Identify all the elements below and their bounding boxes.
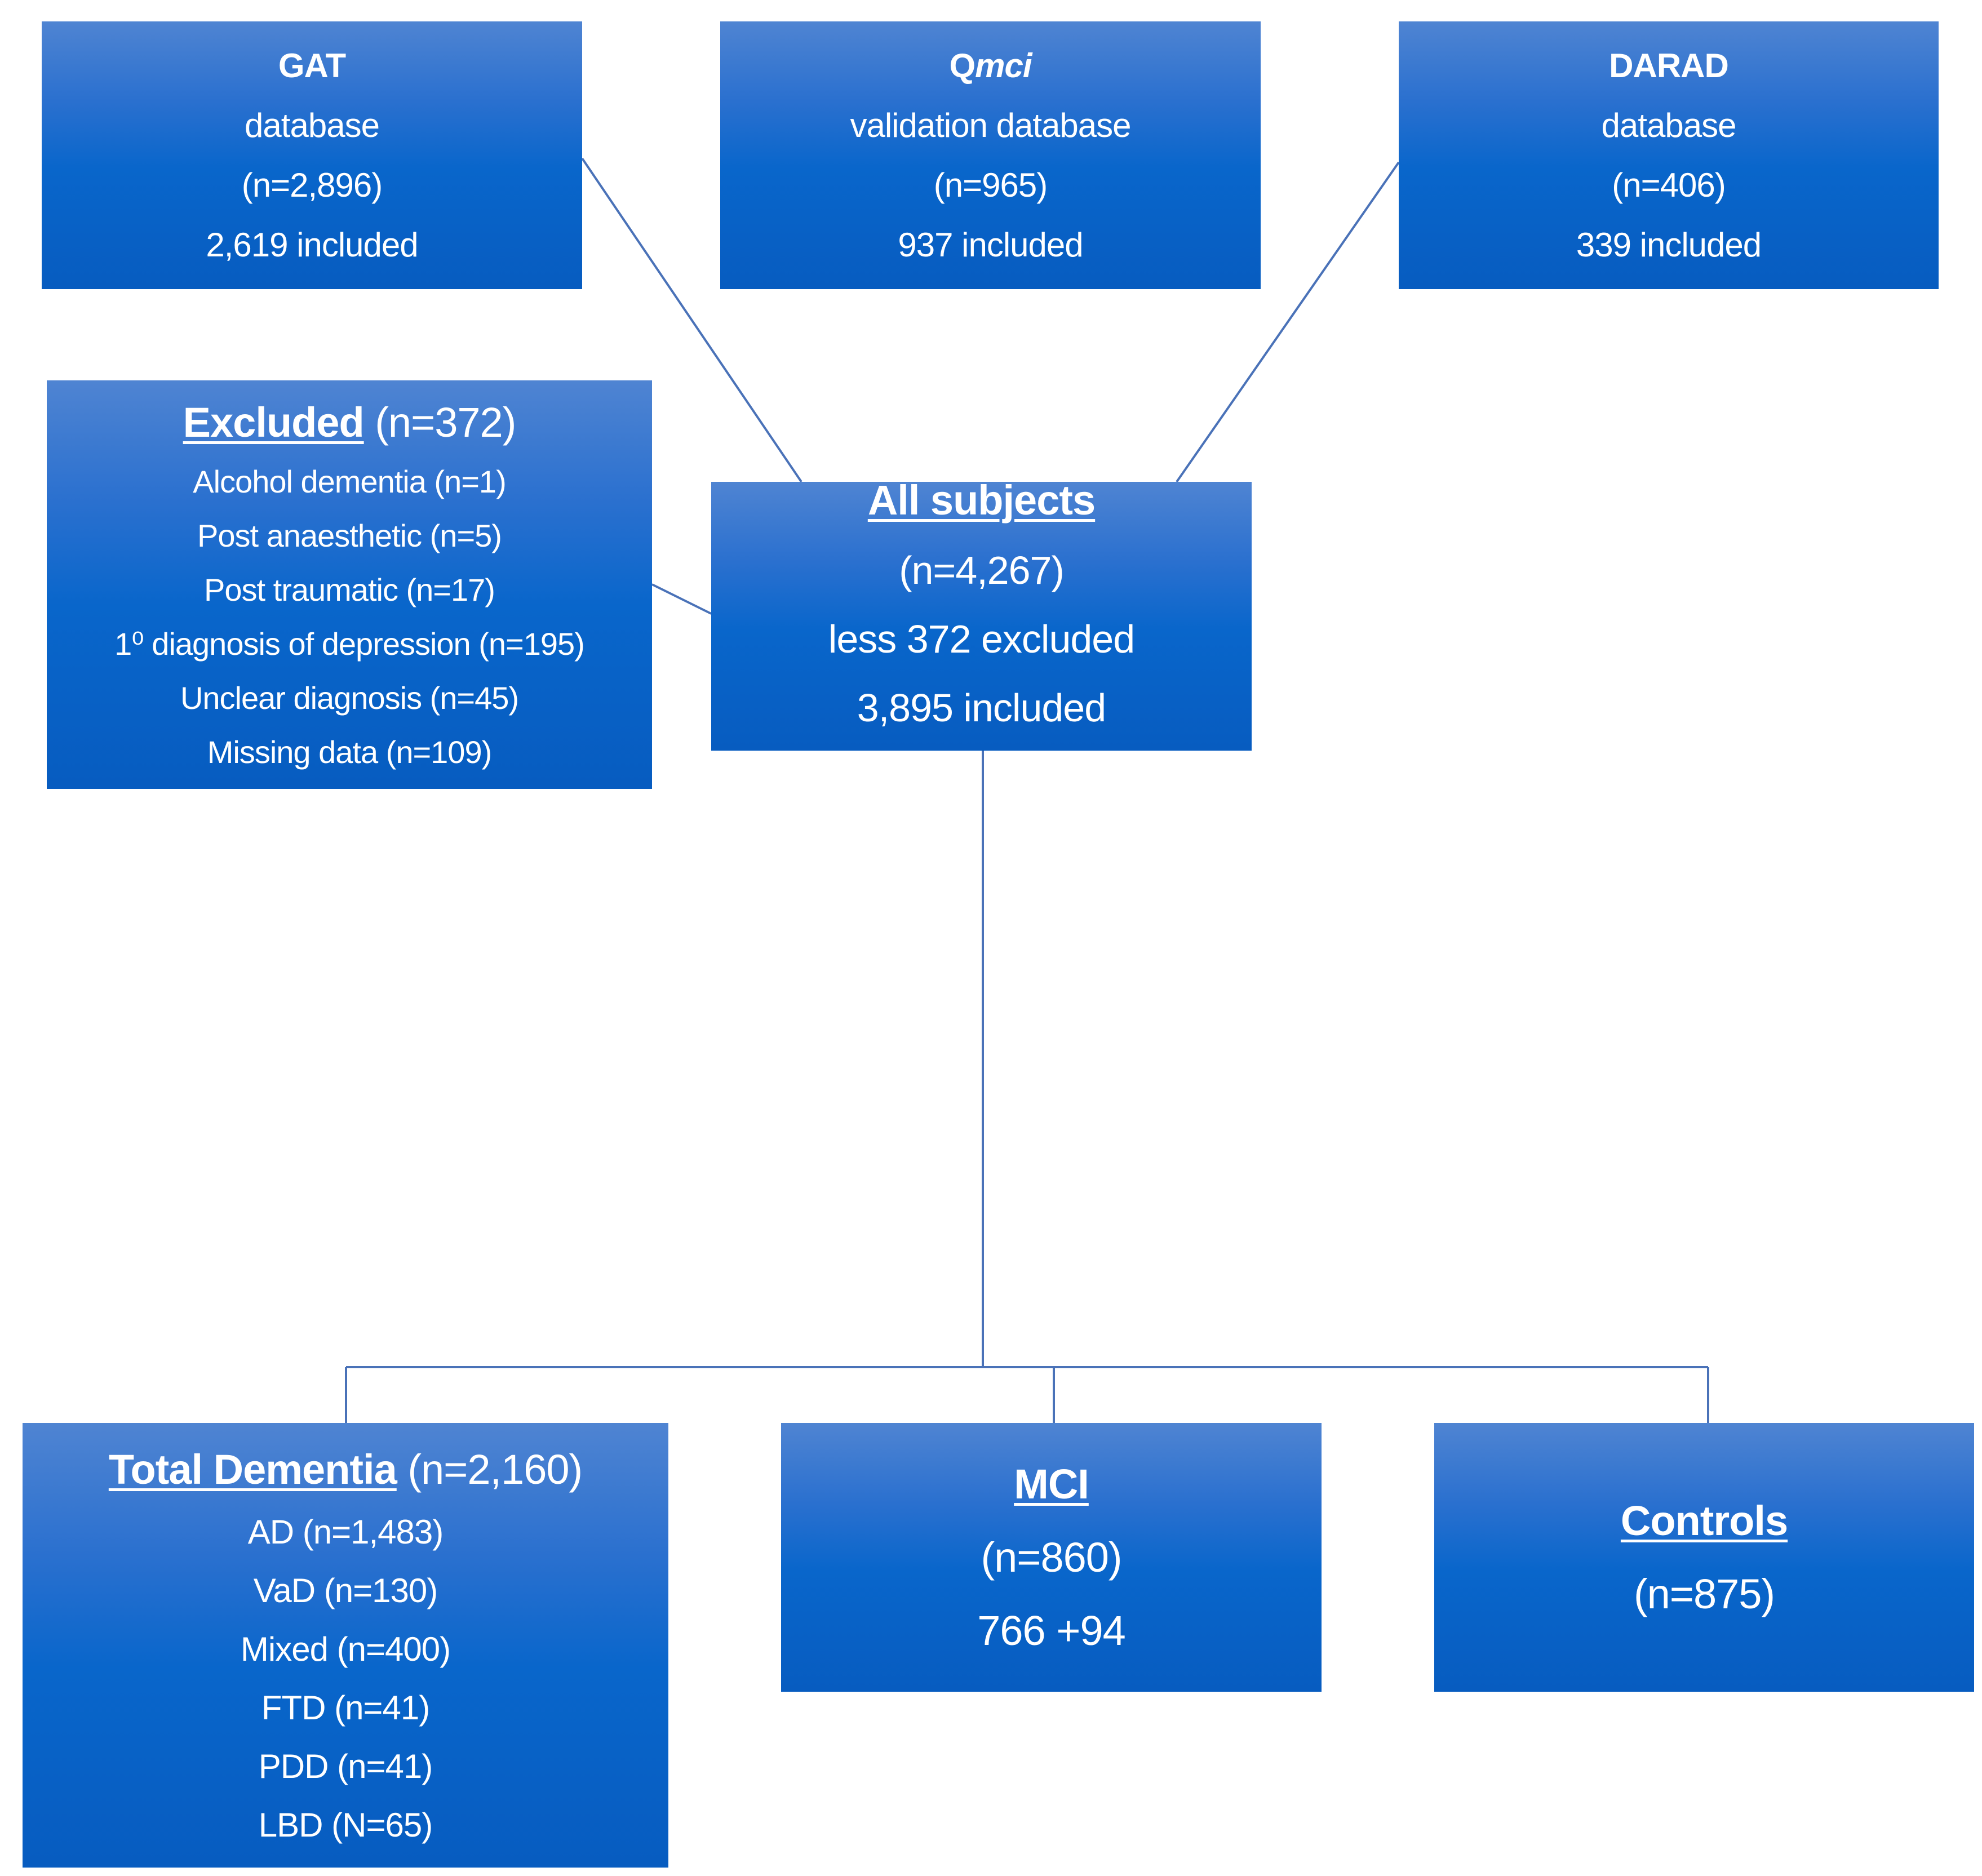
all-subjects-n: (n=4,267) [899,548,1065,592]
all-subjects-title: All subjects [867,477,1096,524]
dementia-item: Mixed (n=400) [240,1630,451,1668]
excluded-item: Post anaesthetic (n=5) [197,517,502,553]
qmci-title-italic: mci [975,46,1032,85]
dementia-item: PDD (n=41) [258,1747,433,1785]
dementia-title: Total Dementia [108,1445,397,1493]
qmci-included: 937 included [898,225,1083,264]
excluded-item: 1⁰ diagnosis of depression (n=195) [114,626,585,662]
all-subjects-included: 3,895 included [857,686,1106,730]
dementia-heading: Total Dementia (n=2,160) [108,1445,583,1493]
controls-box: Controls (n=875) [1434,1423,1974,1692]
dementia-item: VaD (n=130) [253,1571,438,1609]
all-subjects-box: All subjects (n=4,267) less 372 excluded… [711,477,1252,751]
dementia-n: (n=2,160) [396,1445,583,1493]
connector-darad-all [1176,161,1400,483]
dementia-item: LBD (N=65) [258,1806,433,1844]
gat-subtitle: database [245,106,380,144]
darad-n: (n=406) [1612,166,1726,204]
qmci-box: Qmci validation database (n=965) 937 inc… [720,21,1261,289]
darad-title: DARAD [1609,46,1729,85]
controls-title: Controls [1620,1497,1788,1544]
gat-box: GAT database (n=2,896) 2,619 included [42,21,582,289]
gat-included: 2,619 included [206,225,418,264]
mci-box: MCI (n=860) 766 +94 [781,1423,1322,1692]
qmci-title: Qmci [949,46,1032,85]
excluded-box: Excluded (n=372) Alcohol dementia (n=1) … [47,380,652,789]
excluded-item: Missing data (n=109) [207,734,493,770]
excluded-heading: Excluded (n=372) [183,398,517,446]
darad-subtitle: database [1601,106,1737,144]
dementia-box: Total Dementia (n=2,160) AD (n=1,483) Va… [23,1423,668,1868]
mci-title: MCI [1014,1460,1089,1507]
connector-gat-all [581,157,802,483]
qmci-title-prefix: Q [949,46,976,85]
mci-n: (n=860) [981,1533,1122,1581]
excluded-item: Alcohol dementia (n=1) [193,463,506,499]
gat-n: (n=2,896) [241,166,383,204]
gat-title: GAT [278,46,346,85]
controls-n: (n=875) [1633,1570,1775,1617]
qmci-subtitle: validation database [850,106,1131,144]
excluded-n: (n=372) [363,398,516,446]
excluded-title: Excluded [183,398,365,446]
all-subjects-excluded: less 372 excluded [828,617,1135,661]
connector-excluded-all [651,583,712,615]
dementia-item: FTD (n=41) [261,1688,430,1727]
darad-included: 339 included [1576,225,1762,264]
qmci-n: (n=965) [933,166,1048,204]
mci-detail: 766 +94 [977,1607,1126,1654]
darad-box: DARAD database (n=406) 339 included [1399,21,1939,289]
excluded-item: Unclear diagnosis (n=45) [180,680,519,716]
excluded-item: Post traumatic (n=17) [204,571,495,607]
dementia-item: AD (n=1,483) [247,1513,444,1551]
